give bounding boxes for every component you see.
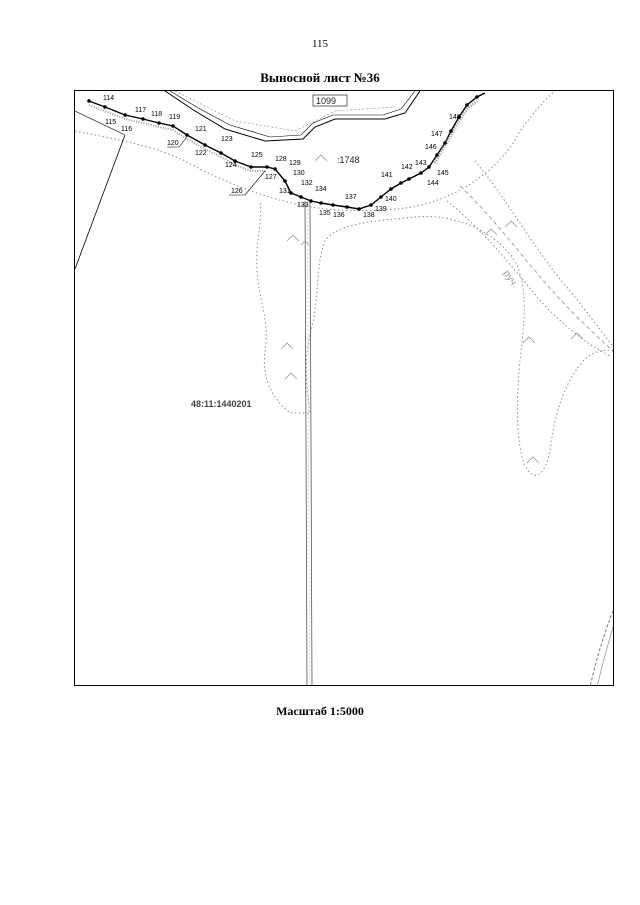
- road-center: [307, 200, 310, 685]
- point-labels: 114 115 116 117 118 119 120 121 122 123 …: [103, 95, 461, 219]
- bottom-right-feature: [589, 609, 613, 685]
- point-label: 148: [449, 114, 461, 121]
- boundary-hatch-right: [433, 99, 478, 164]
- leader-120: [167, 136, 188, 148]
- point-label: 122: [195, 150, 207, 157]
- map-frame: 114 115 116 117 118 119 120 121 122 123 …: [74, 90, 614, 686]
- point-label: 127: [265, 174, 277, 181]
- point-label: 141: [381, 172, 393, 179]
- point-label: 146: [425, 144, 437, 151]
- stream-channel: [459, 185, 613, 352]
- area-label-1748: :1748: [337, 155, 360, 165]
- point-label: 142: [401, 164, 413, 171]
- point-label: 125: [251, 152, 263, 159]
- point-label: 116: [121, 126, 132, 133]
- point-label: 145: [437, 170, 449, 177]
- point-label: 133: [297, 202, 309, 209]
- label-box-1099: [312, 94, 348, 107]
- point-label: 143: [415, 160, 427, 167]
- wetland-boundary: [256, 202, 613, 476]
- stream-label: руч.: [501, 268, 521, 289]
- point-label: 123: [221, 136, 233, 143]
- road-line-left: [304, 200, 308, 685]
- parcel-1099-dashes: [174, 91, 396, 132]
- point-label: 139: [375, 206, 387, 213]
- sheet-title: Выносной лист №36: [260, 70, 380, 85]
- point-label: 134: [315, 186, 327, 193]
- point-label: 147: [431, 131, 443, 138]
- road-line-right: [309, 200, 313, 685]
- bottom-right-feature-2: [597, 626, 613, 685]
- point-label: 126: [231, 188, 243, 195]
- parcel-label: 48:11:1440201: [191, 399, 252, 409]
- point-label: 144: [427, 180, 439, 187]
- leader-126: [229, 170, 266, 196]
- point-label: 115: [105, 119, 116, 126]
- parcel-line-left: [75, 134, 126, 270]
- point-label: 130: [293, 170, 305, 177]
- parcel-1099-outline: [164, 91, 421, 142]
- point-label: 124: [225, 162, 237, 169]
- stream-left-bank: [446, 200, 611, 357]
- point-label: 140: [385, 196, 397, 203]
- point-label: 114: [103, 95, 114, 102]
- point-label: 128: [275, 156, 287, 163]
- point-label: 118: [151, 111, 162, 118]
- scale-label: Масштаб 1:5000: [276, 704, 364, 718]
- boundary-hatch: [88, 104, 267, 172]
- point-label: 138: [363, 212, 375, 219]
- point-label: 121: [195, 126, 207, 133]
- point-label: 129: [289, 160, 301, 167]
- page-number: 115: [311, 38, 329, 50]
- point-label: 137: [345, 194, 357, 201]
- parcel-1099-inner: [169, 91, 416, 138]
- area-label-1099: 1099: [316, 96, 336, 106]
- stream-right-bank: [474, 160, 613, 348]
- point-label: 120: [167, 140, 179, 147]
- point-label: 136: [333, 212, 345, 219]
- point-label: 135: [319, 210, 331, 217]
- parcel-line-top-left: [75, 110, 126, 136]
- point-markers: [87, 95, 479, 211]
- point-label: 131: [279, 188, 291, 195]
- marsh-symbols: [280, 154, 584, 464]
- point-label: 117: [135, 107, 146, 114]
- map-canvas: 114 115 116 117 118 119 120 121 122 123 …: [75, 91, 613, 685]
- point-label: 119: [169, 114, 180, 121]
- point-label: 132: [301, 180, 313, 187]
